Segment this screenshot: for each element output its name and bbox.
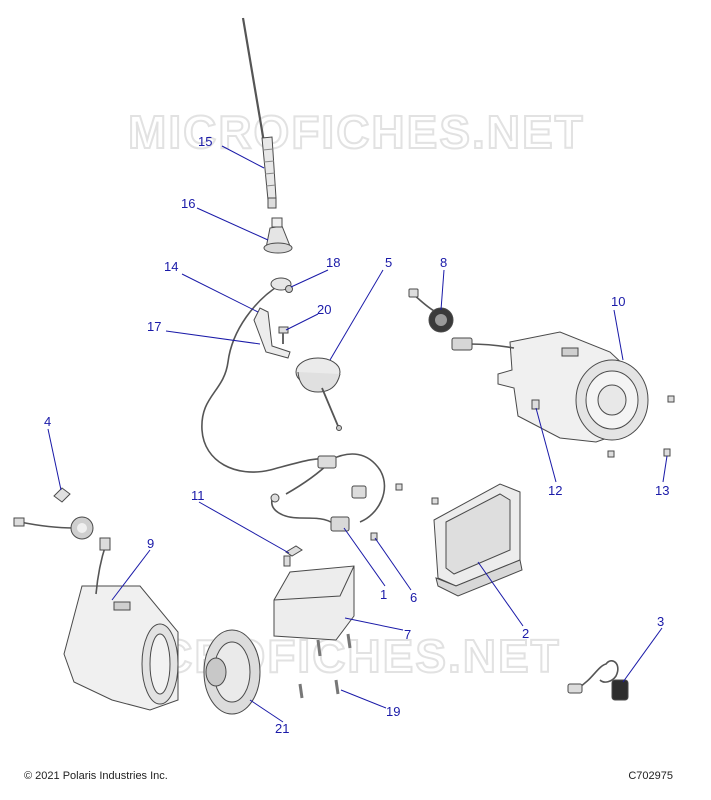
callout-17: 17 [147, 319, 161, 334]
part-display-unit[interactable] [433, 483, 523, 597]
callout-5: 5 [385, 255, 392, 270]
callout-16: 16 [181, 196, 195, 211]
callout-2: 2 [522, 626, 529, 641]
callout-6: 6 [410, 590, 417, 605]
part-gps-antenna[interactable] [295, 357, 342, 431]
leader-lines [47, 145, 668, 723]
callout-15: 15 [198, 134, 212, 149]
part-antenna-base[interactable] [263, 217, 293, 254]
callout-12: 12 [548, 483, 562, 498]
callout-20: 20 [317, 302, 331, 317]
callout-14: 14 [164, 259, 178, 274]
part-screw-20[interactable] [278, 326, 289, 344]
part-antenna-cable[interactable] [201, 277, 386, 532]
part-speaker-enclosure-left[interactable] [63, 537, 179, 711]
callout-21: 21 [275, 721, 289, 736]
part-connector-11[interactable] [283, 545, 303, 567]
callout-10: 10 [611, 294, 625, 309]
part-connector-grommet[interactable] [408, 288, 454, 333]
part-antenna-mast[interactable] [241, 17, 277, 209]
diagram-id: C702975 [628, 770, 673, 782]
callout-9: 9 [147, 536, 154, 551]
part-connector-4[interactable] [13, 487, 94, 540]
part-display-screws [395, 483, 439, 505]
copyright-text: © 2021 Polaris Industries Inc. [24, 770, 168, 782]
callout-4: 4 [44, 414, 51, 429]
part-nut[interactable] [285, 285, 293, 293]
part-speaker-left[interactable] [203, 629, 261, 715]
part-screw-19[interactable] [298, 633, 352, 699]
part-screw-13[interactable] [607, 395, 675, 458]
callout-19: 19 [386, 704, 400, 719]
callout-7: 7 [404, 627, 411, 642]
part-speaker-enclosure-right[interactable] [451, 331, 649, 443]
callout-11: 11 [191, 488, 205, 503]
part-bracket[interactable] [253, 307, 291, 359]
callout-18: 18 [326, 255, 340, 270]
callout-3: 3 [657, 614, 664, 629]
part-harness-3[interactable] [567, 660, 629, 701]
watermark-top: MICROFICHES.NET [128, 106, 585, 158]
callout-1: 1 [380, 587, 387, 602]
part-amplifier[interactable] [273, 565, 355, 641]
callout-13: 13 [655, 483, 669, 498]
callout-8: 8 [440, 255, 447, 270]
part-screw-6[interactable] [370, 532, 378, 541]
part-screw-12[interactable] [531, 399, 540, 410]
